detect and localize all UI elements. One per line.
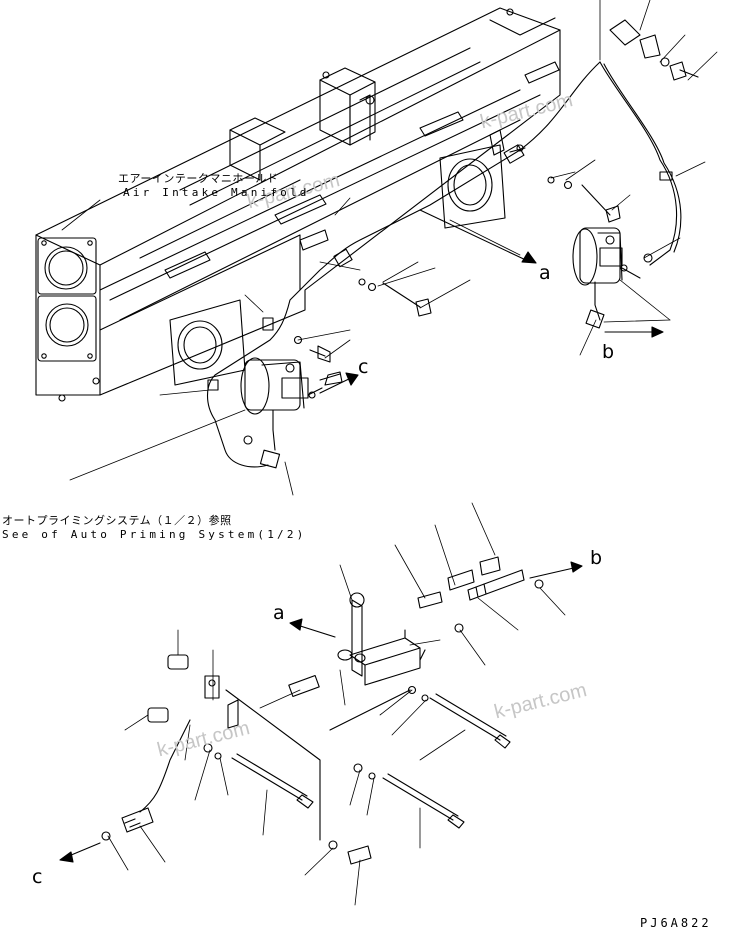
auto-priming-label-en: See of Auto Priming System(1/2) bbox=[2, 528, 307, 541]
wiring-harness-upper bbox=[206, 19, 682, 468]
arrow-b-upper bbox=[604, 326, 664, 338]
bracket-assembly bbox=[337, 592, 421, 686]
fasteners-upper bbox=[293, 57, 699, 386]
wiring-harness-lower bbox=[139, 649, 426, 841]
callout-c-upper: c bbox=[358, 356, 369, 378]
arrow-a-upper bbox=[419, 209, 537, 264]
callout-b-upper: b bbox=[602, 341, 615, 363]
arrow-a-lower bbox=[289, 618, 336, 638]
callout-a-lower: a bbox=[273, 602, 285, 624]
callout-c-lower: c bbox=[32, 866, 43, 888]
air-intake-manifold bbox=[35, 7, 561, 402]
leader-lines-lower bbox=[107, 502, 566, 906]
drawing-code: PJ6A822 bbox=[640, 916, 712, 930]
arrow-c-upper bbox=[319, 372, 359, 394]
air-intake-label-en: Air Intake Manifold bbox=[123, 186, 310, 199]
callout-b-lower: b bbox=[590, 547, 603, 569]
arrow-c-lower bbox=[59, 842, 101, 863]
arrow-b-lower bbox=[529, 561, 583, 579]
priming-pump-upper-left bbox=[240, 357, 323, 469]
leader-lines-upper bbox=[61, 0, 718, 496]
long-bolts-lower bbox=[121, 569, 544, 865]
callout-a-upper: a bbox=[539, 262, 551, 284]
air-intake-label-jp: エアーインテークマニホールド bbox=[118, 172, 279, 185]
auto-priming-label-jp: オートプライミングシステム（１／２）参照 bbox=[2, 514, 232, 527]
priming-pump-upper-right bbox=[572, 227, 641, 329]
